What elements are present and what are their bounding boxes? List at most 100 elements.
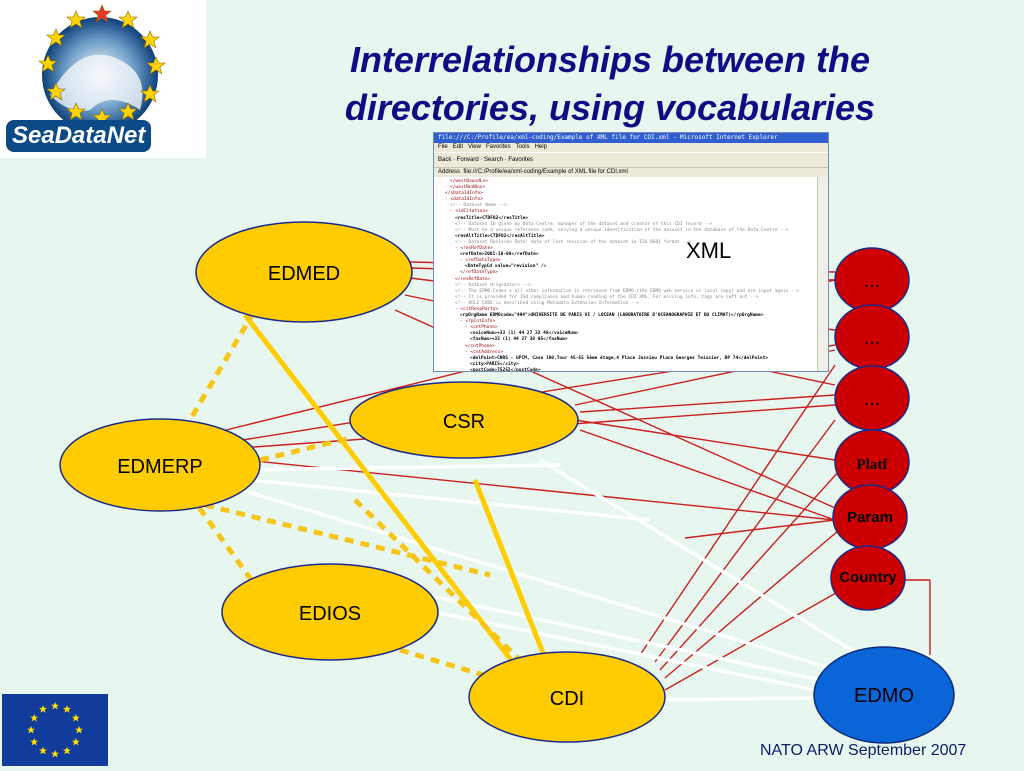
eu-star-icon (30, 714, 39, 722)
slide-title: Interrelationships between the directori… (300, 36, 920, 132)
link-edmerp-edios (187, 493, 258, 587)
link-csr-cdi (472, 479, 548, 659)
browser-scrollbar[interactable] (817, 177, 828, 371)
dotted-links (187, 296, 522, 683)
eu-star-icon (30, 738, 39, 746)
vocab-platf-label: Platf (857, 457, 889, 473)
footer-text: NATO ARW September 2007 (760, 742, 967, 759)
xml-line: <resTitle>CTDF02</resTitle> (455, 215, 529, 221)
browser-toolbar: Back · Forward · Search · Favorites (434, 152, 828, 168)
vocab-3[interactable]: ... (834, 365, 910, 431)
link-csr-cdi-dotted (353, 498, 522, 662)
eu-star-icon (63, 705, 71, 713)
link-edmerp-edmo (224, 483, 831, 670)
eu-star-icon (39, 746, 47, 755)
xml-line: <!-- Dataset Originators --> (455, 282, 531, 288)
node-edios-label: EDIOS (299, 603, 361, 625)
vocab-2-label: ... (864, 327, 881, 349)
xml-line: - <refDateType> (460, 258, 501, 264)
xml-line: - <rpCntInfo> (460, 319, 496, 325)
xml-line: <voiceNum>+33 (1) 44 27 32 48</voiceNum> (470, 331, 579, 337)
xml-line: <!-- Dataset Revision Date: date of last… (455, 239, 691, 245)
eu-star-icon (63, 746, 71, 755)
link-csr-param (579, 429, 836, 521)
node-csr[interactable]: CSR (349, 381, 579, 459)
vocab-param[interactable]: Param (832, 484, 908, 550)
link-edmed-cdi (243, 313, 517, 667)
eu-star-icon (71, 738, 80, 746)
logo-graphic (38, 4, 166, 133)
vocab-1[interactable]: ... (834, 247, 910, 313)
link-csr-platf (574, 419, 836, 461)
xml-line: <postCode>75252</postCode> (470, 367, 541, 371)
eu-star-icon (51, 750, 59, 758)
node-edmed-label: EDMED (268, 263, 340, 285)
vocab-2[interactable]: ... (834, 304, 910, 370)
xml-line: <rpOrgName EDMOcode="494">UNIVERSITE DE … (460, 313, 764, 319)
menu-view[interactable]: View (468, 144, 481, 150)
xml-line: - <cntPhone> (465, 325, 498, 331)
menu-tools[interactable]: Tools (515, 144, 530, 150)
eu-star-icon (39, 705, 47, 713)
seadatanet-logo: SeaDataNet (0, 0, 206, 158)
node-edmerp[interactable]: EDMERP (59, 418, 261, 512)
menu-favorites[interactable]: Favorites (485, 144, 511, 150)
xml-line: <DateTypCd value="revision" /> (465, 264, 547, 270)
xml-line: </cntPhone> (465, 343, 495, 349)
white-links (224, 458, 861, 702)
xml-line: - <citRespParty> (455, 306, 499, 312)
xml-line: <!-- The EDMO Codes + all other informat… (455, 288, 800, 294)
title-line-1: Interrelationships between the (349, 39, 871, 80)
link-cdi-vocab2 (639, 364, 836, 656)
node-edmed[interactable]: EDMED (195, 221, 413, 323)
node-cdi[interactable]: CDI (468, 651, 666, 743)
eu-star-icon (75, 726, 83, 734)
xml-line: </westBndBox> (450, 185, 486, 191)
node-csr-label: CSR (443, 411, 485, 433)
xml-line: <!-- Dataset ID given by Data Centre, ma… (455, 221, 713, 227)
menu-help[interactable]: Help (534, 144, 547, 150)
xml-line: <!-- Must be a unique reference code, se… (455, 227, 789, 233)
address-label: Address (438, 169, 461, 175)
xml-line: <!-- It is provided for ISO compliance a… (455, 294, 759, 300)
xml-line: </westBoundLo> (450, 179, 488, 184)
node-edios[interactable]: EDIOS (221, 563, 439, 661)
xml-line: <!-- Dataset Name --> (450, 203, 507, 209)
xml-line: </sDataIdInfo> (445, 191, 483, 197)
xml-line: <faxNum>+33 (1) 44 27 38 05</faxNum> (470, 337, 568, 343)
link-cdi-platf (659, 469, 841, 671)
vocab-3-label: ... (864, 388, 881, 410)
link-cdi-vocab3 (654, 419, 836, 663)
browser-addressbar: Address file:///C:/Profile/ea/xml-coding… (434, 168, 828, 177)
link-edmerp-csr2 (229, 463, 561, 472)
node-edmo[interactable]: EDMO (813, 646, 955, 744)
link-edios-edmo (379, 583, 821, 682)
xml-line: - <cntAddress> (465, 349, 503, 355)
link-param-edmerp (684, 519, 836, 539)
address-input[interactable]: file:///C:/Profile/ea/xml-coding/Example… (463, 169, 628, 175)
vocab-country[interactable]: Country (830, 545, 906, 611)
xml-browser-screenshot: file:///C:/Profile/ea/xml-coding/Example… (433, 132, 829, 372)
menu-edit[interactable]: Edit (452, 144, 464, 150)
link-edios-edmo2 (399, 603, 816, 692)
eu-flag (2, 694, 108, 766)
link-edmerp-csr (249, 478, 651, 522)
vocab-param-label: Param (847, 509, 893, 526)
xml-content: </westBoundLo></westBndBox></sDataIdInfo… (434, 177, 818, 371)
eu-star-icon (51, 702, 59, 710)
toolbar-buttons[interactable]: Back · Forward · Search · Favorites (438, 157, 534, 163)
link-edmed-edmerp (187, 296, 265, 422)
eu-star-icon (27, 726, 35, 734)
xml-line: </resRefDate> (455, 276, 491, 282)
node-edmerp-label: EDMERP (117, 456, 203, 478)
menu-file[interactable]: File (438, 144, 448, 150)
xml-line: - <idCitation> (450, 209, 488, 215)
xml-line: <delPoint>CNRS - UPCM, Case 100,Tour 45-… (470, 355, 769, 361)
node-edmo-label: EDMO (854, 685, 914, 707)
link-cdi-edmo (639, 696, 816, 702)
browser-menubar: File Edit View Favorites Tools Help (434, 143, 828, 152)
logo-text: SeaDataNet (6, 120, 152, 152)
title-line-2: directories, using vocabularies (344, 87, 876, 128)
browser-titlebar: file:///C:/Profile/ea/xml-coding/Example… (434, 133, 828, 143)
